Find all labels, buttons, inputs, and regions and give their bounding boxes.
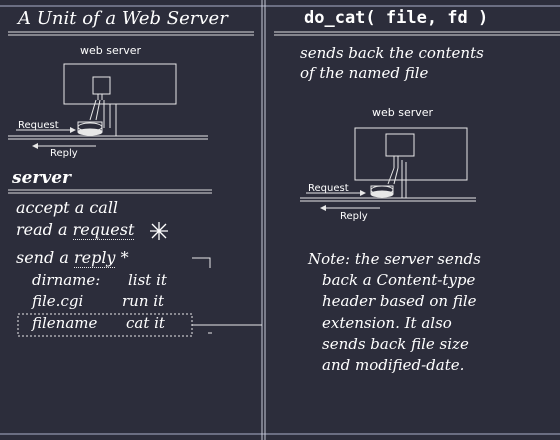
server-box	[354, 127, 468, 181]
accept-line: accept a call	[16, 198, 119, 217]
note-line-4: extension. It also	[322, 314, 452, 332]
process-box	[92, 76, 111, 95]
right-reply-label: Reply	[340, 211, 368, 222]
right-title: do_cat( file, fd )	[304, 8, 489, 28]
bracket-line	[192, 257, 211, 268]
reply-word: reply	[73, 248, 116, 268]
filecgi-action: run it	[122, 292, 165, 310]
note-line-1: Note: the server sends	[308, 250, 481, 268]
filename-highlight-box	[17, 313, 193, 337]
server-box	[63, 63, 177, 105]
dirname-key: dirname:	[32, 271, 101, 289]
filecgi-key: file.cgi	[32, 292, 84, 310]
send-line: send a reply *	[16, 248, 129, 268]
description-line-1: sends back the contents	[300, 44, 484, 62]
filename-key: filename	[32, 314, 98, 332]
left-diagram-label: web server	[80, 44, 142, 57]
left-server-diagram	[8, 63, 208, 149]
process-box	[385, 133, 415, 157]
note-line-3: header based on file	[322, 292, 477, 310]
note-line-6: and modified-date.	[322, 356, 465, 374]
note-line-2: back a Content-type	[322, 271, 476, 289]
server-section-title: server	[12, 168, 71, 188]
read-prefix: read a	[16, 220, 68, 239]
right-diagram-label: web server	[372, 106, 434, 119]
right-request-label: Request	[308, 183, 349, 194]
send-prefix: send a	[16, 248, 69, 267]
filename-action: cat it	[126, 314, 165, 332]
request-arrow-icon	[360, 190, 366, 196]
reply-arrow-icon	[320, 205, 326, 211]
dirname-action: list it	[128, 271, 167, 289]
reply-asterisk: *	[120, 248, 129, 267]
left-request-label: Request	[18, 120, 59, 131]
note-line-5: sends back file size	[322, 335, 469, 353]
description-line-2: of the named file	[300, 64, 429, 82]
left-reply-label: Reply	[50, 148, 78, 159]
request-arrow-icon	[70, 127, 76, 133]
left-title: A Unit of a Web Server	[18, 8, 228, 29]
reply-arrow-icon	[32, 143, 38, 149]
read-line: read a request	[16, 220, 135, 240]
right-server-diagram	[300, 127, 476, 211]
request-word: request	[72, 220, 135, 240]
asterisk-icon	[150, 222, 168, 240]
